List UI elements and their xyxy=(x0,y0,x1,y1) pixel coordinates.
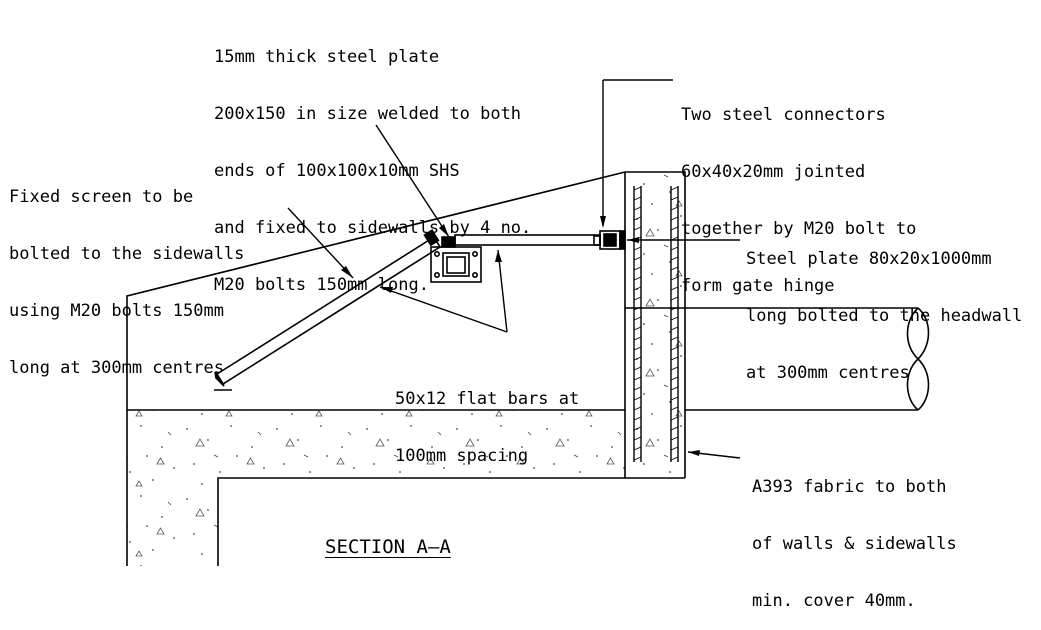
note-line: at 300mm centres xyxy=(746,363,910,383)
note-line: A393 fabric to both xyxy=(752,477,947,497)
fixed-screen-note: Fixed screen to be bolted to the sidewal… xyxy=(9,150,244,397)
flat-bars-note: 50x12 flat bars at 100mm spacing xyxy=(395,352,579,485)
connectors-note: Two steel connectors 60x40x20mm jointed … xyxy=(681,68,916,315)
sidewall-outline xyxy=(126,171,626,566)
note-line: min. cover 40mm. xyxy=(752,591,916,611)
leader-arrows xyxy=(341,216,700,456)
note-line: of walls & sidewalls xyxy=(752,534,957,554)
fabric-note: A393 fabric to both of walls & sidewalls… xyxy=(752,440,957,630)
note-line: together by M20 bolt to xyxy=(681,219,917,239)
hinge-connectors xyxy=(593,230,626,250)
reinforcement-bars xyxy=(633,186,679,462)
note-line: form gate hinge xyxy=(681,276,835,296)
base-slab-fill xyxy=(127,410,625,566)
outlet-pipe xyxy=(685,307,918,411)
note-line: long at 300mm centres xyxy=(9,358,224,378)
note-line: and fixed to sidewalls by 4 no. xyxy=(214,218,532,238)
end-plate-note: 15mm thick steel plate 200x150 in size w… xyxy=(214,10,531,314)
steel-plate-note: Steel plate 80x20x1000mm long bolted to … xyxy=(746,212,1022,402)
section-title: SECTION A–A xyxy=(325,536,451,558)
note-line: 15mm thick steel plate xyxy=(214,47,440,67)
note-line: ends of 100x100x10mm SHS xyxy=(214,161,460,181)
note-line: bolted to the sidewalls xyxy=(9,244,245,264)
note-line: 50x12 flat bars at xyxy=(395,389,580,409)
note-line: long bolted to the headwall xyxy=(746,306,1023,326)
headwall-outline xyxy=(625,171,686,478)
note-line: M20 bolts 150mm long. xyxy=(214,275,429,295)
note-line: using M20 bolts 150mm xyxy=(9,301,224,321)
shs-end-plate xyxy=(430,236,482,283)
note-line: 60x40x20mm jointed xyxy=(681,162,866,182)
section-drawing xyxy=(126,79,930,566)
note-line: 200x150 in size welded to both xyxy=(214,104,522,124)
leader-lines xyxy=(287,79,741,459)
headwall-fill xyxy=(625,172,685,478)
note-line: Fixed screen to be xyxy=(9,187,194,207)
note-line: Steel plate 80x20x1000mm xyxy=(746,249,992,269)
note-line: 100mm spacing xyxy=(395,446,529,466)
note-line: Two steel connectors xyxy=(681,105,886,125)
